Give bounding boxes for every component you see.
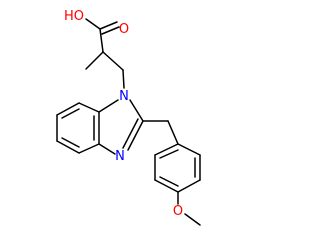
bond-c-o-double-a [99,21,118,30]
bond-ch2-aryl [167,120,179,145]
bond-ch-ch2 [102,51,124,71]
structure-diagram: HO O N N O [56,9,201,226]
bond-c4-c3a [78,143,100,154]
bond-ar6-ar1-inner [159,149,179,159]
bond-c7-c6 [56,102,80,116]
atom-n1-label: N [119,89,129,104]
atom-hydroxyl-label: HO [64,9,84,24]
atom-methoxy-oxygen-label: O [173,204,183,219]
bond-oh-c [85,18,101,30]
atom-n3-label: N [115,149,125,164]
bond-ch2-n1 [122,69,125,89]
bond-n1-c7a [98,99,119,113]
bond-ar1-ar2 [177,143,201,156]
bond-c7-c6-inner [61,108,80,119]
bond-c7a-c7 [78,102,100,113]
bond-ar6-ar1 [154,143,179,156]
bond-n3-c3a [98,143,116,155]
bond-o-ch3 [184,213,201,226]
bond-ar3-ar4 [177,179,201,193]
bond-c-ch [99,28,104,53]
bond-ar4-ar5-inner [159,176,179,187]
bond-ch-methyl [85,51,104,70]
bond-c5-c4-inner [61,137,80,148]
bond-c5-c4 [56,140,80,154]
atom-carbonyl-oxygen-label: O [119,22,129,37]
bond-n1-c2 [129,99,144,122]
bond-c2-n3-b [122,118,139,149]
bond-ar4-ar5 [154,179,179,193]
bond-c2-n3-a [127,120,144,151]
bond-c-o-double-b [101,26,120,35]
molecule-svg: HO O N N O [56,9,201,226]
